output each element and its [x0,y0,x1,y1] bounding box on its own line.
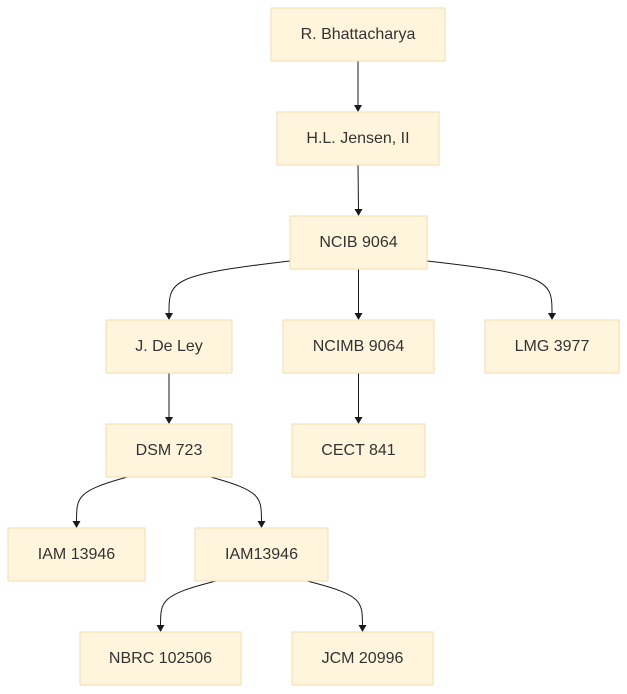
node-n10: IAM13946 [194,527,329,582]
node-box [289,215,428,270]
node-label: IAM 13946 [38,546,115,563]
edge-n3-n4 [165,260,291,320]
node-box [105,423,233,478]
edge-n4-n7 [165,373,173,424]
node-n4: J. De Ley [105,319,233,374]
node-box [79,631,242,686]
edge-n1-n2 [354,61,362,112]
node-n6: LMG 3977 [484,319,620,374]
node-n11: NBRC 102506 [79,631,242,686]
arrowhead-icon [156,625,165,632]
edge-n3-n5 [354,269,363,320]
node-box [194,527,329,582]
edge-line [160,580,217,627]
node-label: R. Bhattacharya [301,26,416,43]
node-label: J. De Ley [135,338,203,355]
edge-line [76,476,128,523]
edge-n7-n9 [72,476,128,528]
node-label: JCM 20996 [322,650,404,667]
node-n9: IAM 13946 [7,527,146,582]
arrowhead-icon [72,521,81,528]
node-n2: H.L. Jensen, II [276,111,440,166]
node-box [484,319,620,374]
arrowhead-icon [354,209,363,216]
edge-n7-n10 [210,476,266,528]
edge-n3-n6 [426,260,556,320]
node-box [7,527,146,582]
edge-line [357,164,359,211]
node-n1: R. Bhattacharya [270,7,446,62]
arrowhead-icon [358,625,367,632]
edge-n10-n11 [156,580,217,632]
node-label: NCIB 9064 [319,234,397,251]
edge-n10-n12 [306,580,367,632]
edge-n2-n3 [354,164,363,216]
arrowhead-icon [548,313,556,320]
node-box [270,7,446,62]
node-n5: NCIMB 9064 [282,319,435,374]
node-label: LMG 3977 [515,338,590,355]
node-label: NCIMB 9064 [313,338,405,355]
arrowhead-icon [165,417,173,424]
node-box [276,111,440,166]
node-box [291,423,426,478]
edge-n5-n8 [354,373,363,424]
node-n8: CECT 841 [291,423,426,478]
node-n3: NCIB 9064 [289,215,428,270]
node-box [291,631,434,686]
arrowhead-icon [354,313,363,320]
arrowhead-icon [257,521,266,528]
edge-line [168,260,291,315]
node-n12: JCM 20996 [291,631,434,686]
edge-line [210,476,262,523]
edge-line [306,580,363,627]
node-box [105,319,233,374]
node-box [282,319,435,374]
node-label: IAM13946 [225,546,298,563]
node-n7: DSM 723 [105,423,233,478]
arrowhead-icon [165,313,173,320]
arrowhead-icon [354,105,362,112]
node-label: NBRC 102506 [109,650,212,667]
arrowhead-icon [354,417,363,424]
edge-line [426,260,553,315]
edges-layer [72,61,556,632]
node-label: DSM 723 [136,442,203,459]
node-label: CECT 841 [321,442,396,459]
node-label: H.L. Jensen, II [306,130,409,147]
